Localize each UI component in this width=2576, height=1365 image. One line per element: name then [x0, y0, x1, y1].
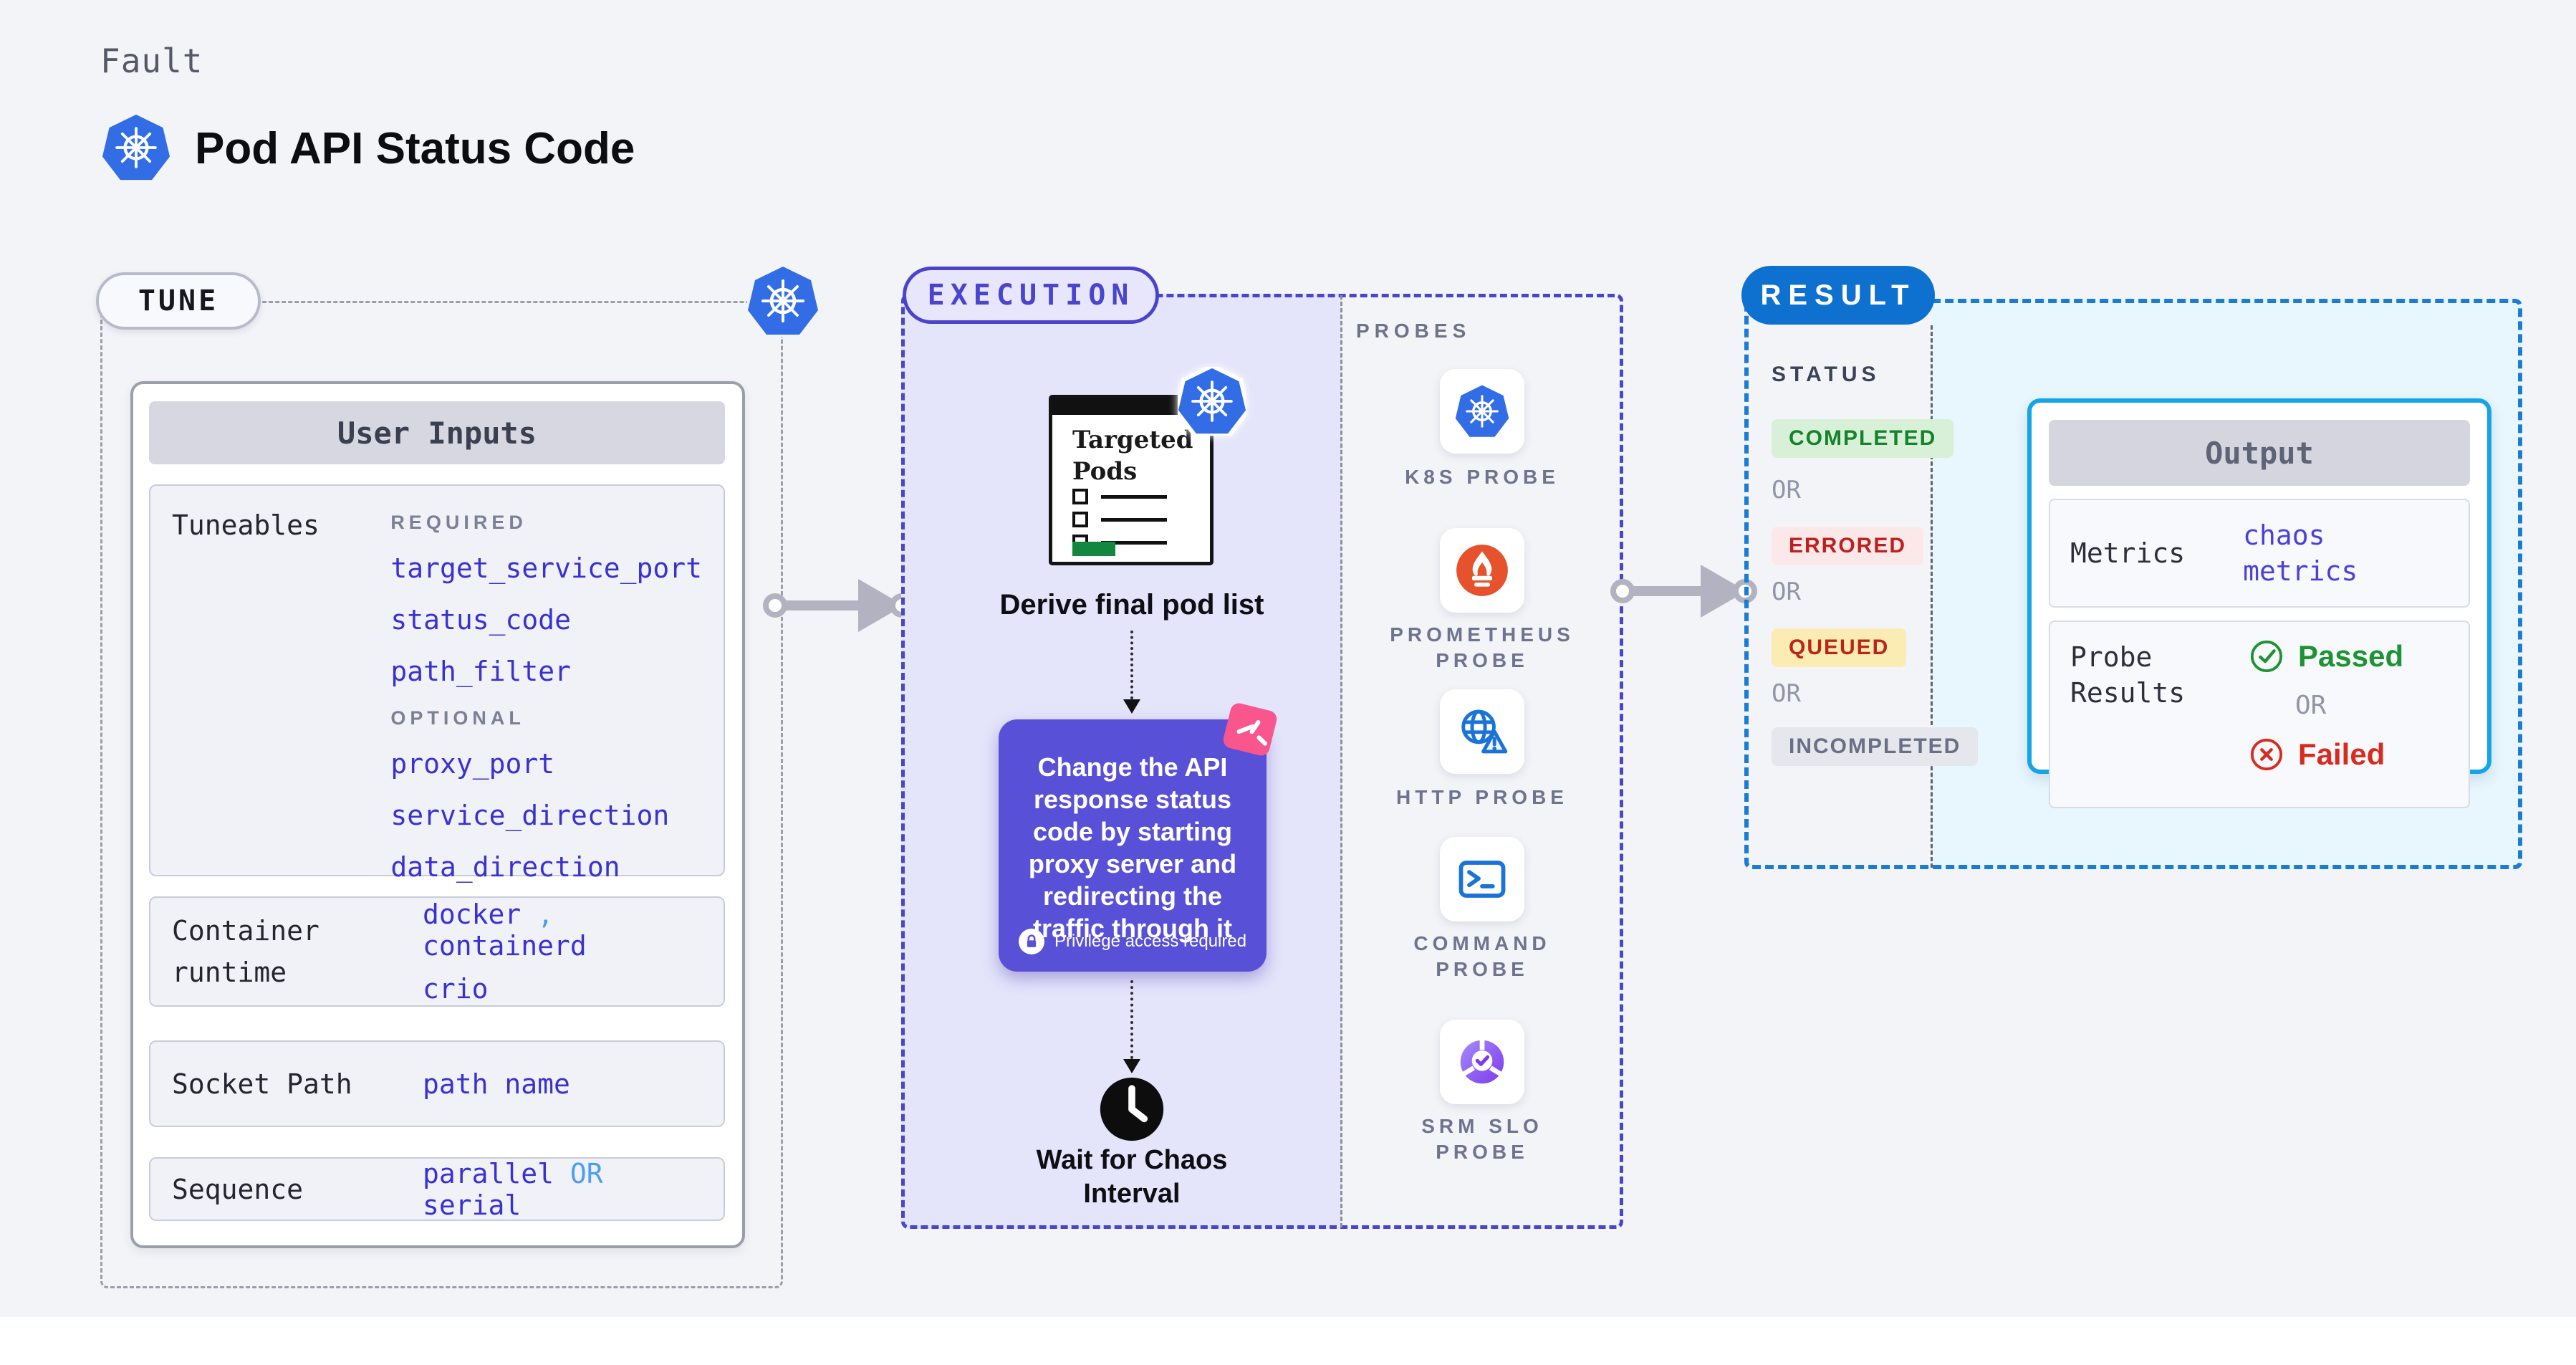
- kubernetes-icon: [102, 113, 170, 182]
- probes-column-label: PROBES: [1356, 320, 1471, 342]
- status-or-label: OR: [1772, 578, 1801, 606]
- targeted-pods-title: Targeted Pods: [1072, 426, 1193, 486]
- status-badge-completed: COMPLETED: [1772, 419, 1954, 458]
- optional-label: OPTIONAL: [390, 707, 525, 729]
- k8s-probe-tile: [1440, 369, 1524, 454]
- runtime-value: containerd: [423, 930, 587, 962]
- slo-donut-check-icon: [1452, 1032, 1512, 1092]
- runtime-separator: ,: [537, 899, 554, 930]
- probe-label: HTTP PROBE: [1396, 786, 1568, 808]
- status-badge-errored: ERRORED: [1772, 527, 1924, 565]
- metrics-label: Metrics: [2070, 537, 2186, 569]
- user-inputs-title: User Inputs: [149, 401, 725, 464]
- execution-section-box: [901, 294, 1623, 1229]
- pods-progress-bar: [1072, 542, 1115, 556]
- tuneable-required: path_filter: [390, 656, 571, 687]
- x-circle-icon: [2249, 737, 2284, 772]
- chaos-action-text: Change the API response status code by s…: [1028, 752, 1237, 943]
- derive-pod-list-caption: Derive final pod list: [999, 589, 1264, 621]
- probe-label: COMMAND PROBE: [1413, 932, 1551, 980]
- chaos-action-card: Change the API response status code by s…: [999, 719, 1267, 972]
- tuneables-row: Tuneables REQUIRED target_service_port s…: [149, 484, 725, 883]
- output-card: Output Metrics chaos metrics Probe Resul…: [2027, 398, 2491, 808]
- privilege-note: Privilege access required: [999, 929, 1267, 954]
- tuneable-required: target_service_port: [390, 552, 702, 584]
- tuneable-required: status_code: [390, 604, 571, 636]
- command-probe-tile: [1440, 837, 1524, 921]
- wait-chaos-interval-caption: Wait for Chaos Interval: [1036, 1145, 1228, 1209]
- tune-to-execution-arrow: [763, 579, 914, 632]
- status-column-label: STATUS: [1772, 363, 1880, 386]
- probe-label: SRM SLO PROBE: [1421, 1115, 1543, 1163]
- http-probe-tile: [1440, 689, 1524, 774]
- clock-icon: [1097, 1075, 1166, 1144]
- result-section-label: RESULT: [1741, 266, 1935, 325]
- probe-results-label: Probe Results: [2070, 641, 2186, 709]
- tuneable-optional: data_direction: [390, 851, 620, 883]
- privilege-text: Privilege access required: [1054, 931, 1247, 951]
- status-or-label: OR: [1772, 679, 1801, 708]
- prometheus-icon: [1454, 542, 1510, 598]
- sequence-value: parallel: [423, 1157, 554, 1189]
- lock-icon: [1018, 929, 1044, 954]
- prometheus-probe-tile: [1440, 528, 1524, 613]
- pod-list-item: [1072, 489, 1167, 504]
- arrowhead-icon: [1123, 699, 1140, 714]
- probe-results-row: Probe Results Passed OR Failed: [2049, 621, 2470, 808]
- probes-to-result-arrow: [1610, 565, 1757, 618]
- execution-probes-divider: [1340, 295, 1342, 1227]
- terminal-icon: [1453, 850, 1512, 909]
- bottom-margin: [0, 1317, 2576, 1365]
- metrics-row: Metrics chaos metrics: [2049, 499, 2470, 608]
- sequence-label: Sequence: [172, 1173, 304, 1205]
- container-runtime-row: Container runtime docker , containerd cr…: [149, 896, 725, 1007]
- check-circle-icon: [2249, 639, 2284, 674]
- status-badge-queued: QUEUED: [1772, 628, 1907, 667]
- arrowhead-icon: [1123, 1059, 1140, 1073]
- container-runtime-label: Container runtime: [172, 915, 319, 988]
- probe-label: PROMETHEUS PROBE: [1390, 623, 1575, 671]
- socket-path-row: Socket Path path name: [149, 1040, 725, 1127]
- output-or-label: OR: [2295, 691, 2327, 720]
- user-inputs-card: User Inputs Tuneables REQUIRED target_se…: [130, 381, 745, 1248]
- tuneables-label: Tuneables: [172, 509, 319, 541]
- result-section-box: [1744, 299, 2522, 869]
- sequence-or: OR: [569, 1157, 603, 1189]
- tune-section-label: TUNE: [96, 272, 261, 330]
- result-status-divider: [1931, 325, 1933, 868]
- tuneable-optional: service_direction: [390, 800, 670, 831]
- runtime-value: crio: [423, 973, 489, 1005]
- tuneable-optional: proxy_port: [390, 748, 555, 780]
- pod-list-item: [1072, 512, 1167, 527]
- status-or-label: OR: [1772, 476, 1801, 504]
- output-title: Output: [2049, 420, 2470, 486]
- fault-kicker: Fault: [100, 42, 203, 80]
- status-badge-incompleted: INCOMPLETED: [1772, 727, 1979, 766]
- kubernetes-icon: [1455, 384, 1509, 439]
- socket-path-value: path name: [423, 1068, 570, 1100]
- page-title: Pod API Status Code: [195, 124, 635, 173]
- socket-path-label: Socket Path: [172, 1068, 352, 1100]
- probe-label: K8S PROBE: [1405, 466, 1559, 488]
- runtime-value: docker: [423, 899, 522, 930]
- sequence-value: serial: [423, 1189, 522, 1221]
- kubernetes-icon: [747, 265, 819, 337]
- execution-section-label: EXECUTION: [903, 267, 1159, 324]
- tune-section-box: [100, 301, 783, 1288]
- required-label: REQUIRED: [390, 512, 527, 533]
- srm-slo-probe-tile: [1440, 1020, 1524, 1104]
- sequence-row: Sequence parallel OR serial: [149, 1157, 725, 1221]
- metrics-value: chaos metrics: [2243, 519, 2358, 587]
- passed-label: Passed: [2298, 639, 2404, 673]
- kubernetes-icon: [1178, 367, 1246, 436]
- failed-label: Failed: [2298, 737, 2385, 771]
- connector-dotted: [1130, 980, 1133, 1059]
- http-globe-warning-icon: [1453, 702, 1512, 761]
- connector-dotted: [1130, 631, 1133, 699]
